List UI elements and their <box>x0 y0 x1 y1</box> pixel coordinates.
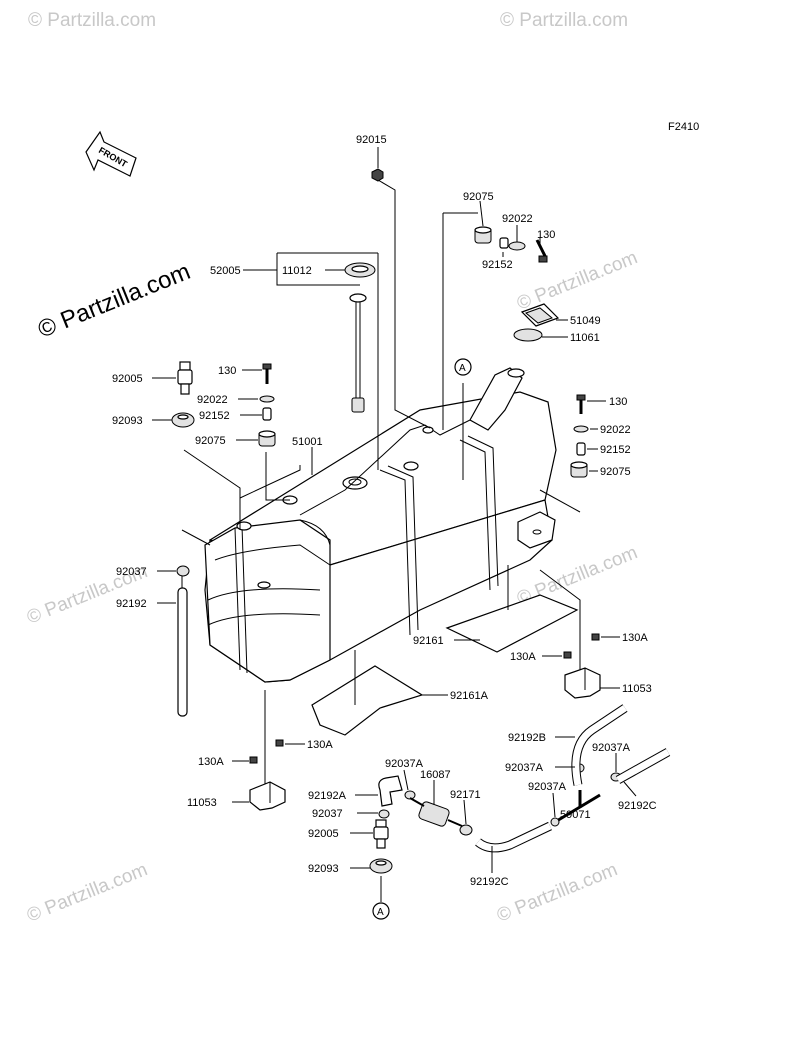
label-130-top: 130 <box>537 229 555 241</box>
svg-text:A: A <box>377 907 384 918</box>
label-92192b: 92192B <box>508 732 546 744</box>
label-92075-left: 92075 <box>195 435 226 447</box>
watermark: © Partzilla.com <box>24 859 151 926</box>
svg-text:A: A <box>459 363 466 374</box>
label-92152-right: 92152 <box>600 444 631 456</box>
hose-92192 <box>177 575 188 717</box>
label-11061: 11061 <box>570 332 600 344</box>
collar-92152-left <box>262 407 272 421</box>
label-92075-top: 92075 <box>463 191 494 203</box>
label-92161: 92161 <box>413 635 444 647</box>
label-130-right: 130 <box>609 396 627 408</box>
label-92037a-m: 92037A <box>528 781 567 793</box>
watermark: © Partzilla.com <box>494 859 621 926</box>
watermark: © Partzilla.com <box>500 10 628 31</box>
label-92037a-b: 92037A <box>385 758 424 770</box>
label-130a-r2: 130A <box>510 651 536 663</box>
gasket-11061 <box>513 328 543 342</box>
clamp-92037-low <box>378 809 390 819</box>
collar-92152-top <box>499 237 509 249</box>
label-16087: 16087 <box>420 769 451 781</box>
label-11053-right: 11053 <box>622 683 652 695</box>
washer-92022-top <box>508 241 526 251</box>
label-92093-left: 92093 <box>112 415 143 427</box>
label-130a-l1: 130A <box>307 739 333 751</box>
clamp-92037-left <box>176 565 190 577</box>
washer-92022-right <box>573 425 589 433</box>
label-51001: 51001 <box>292 436 323 448</box>
bracket-11053-left <box>249 781 286 811</box>
label-92192: 92192 <box>116 598 147 610</box>
label-92161a: 92161A <box>450 690 489 702</box>
label-92037-left: 92037 <box>116 566 147 578</box>
washer-92022-left <box>259 395 275 403</box>
label-92022-right: 92022 <box>600 424 631 436</box>
label-92171: 92171 <box>450 789 481 801</box>
grommet-92075-right <box>570 461 588 478</box>
label-11012: 11012 <box>282 265 312 277</box>
label-92152-top: 92152 <box>482 259 513 271</box>
bolt-130a-left-1 <box>275 739 284 747</box>
bolt-130a-left-2 <box>249 756 258 764</box>
label-92005-low: 92005 <box>308 828 339 840</box>
gasket-11012 <box>344 262 376 278</box>
fuel-tank <box>204 367 557 683</box>
callout-a-bottom: A <box>372 902 390 920</box>
label-92075-right: 92075 <box>600 466 631 478</box>
label-130a-r1: 130A <box>622 632 648 644</box>
label-92037a-r: 92037A <box>592 742 631 754</box>
label-92015: 92015 <box>356 134 387 146</box>
grommet-92075-left <box>258 430 276 447</box>
bolt-130-left <box>262 363 272 384</box>
label-51049: 51049 <box>570 315 601 327</box>
label-92005-left: 92005 <box>112 373 143 385</box>
callout-a-top: A <box>454 358 472 376</box>
bolt-130-top <box>535 239 548 263</box>
bolt-130-right <box>576 394 586 414</box>
label-92022-top: 92022 <box>502 213 533 225</box>
part-labels: 92015 92075 92022 130 92152 52005 11012 … <box>112 134 657 888</box>
bracket-11053-right <box>564 667 601 699</box>
label-11053-left: 11053 <box>187 797 217 809</box>
label-92192c-r: 92192C <box>618 800 657 812</box>
fuel-sender-52005 <box>349 293 367 413</box>
grommet-92075-top <box>474 226 492 244</box>
label-130-left: 130 <box>218 365 236 377</box>
watermark-main: © Partzilla.com <box>34 258 194 344</box>
bolt-92015 <box>371 168 384 182</box>
front-arrow-icon: FRONT <box>85 130 137 177</box>
joint-59071 <box>554 790 601 824</box>
label-92037a-c: 92037A <box>505 762 544 774</box>
label-52005: 52005 <box>210 265 241 277</box>
fuel-cock-16087 <box>409 797 463 827</box>
watermark: © Partzilla.com <box>514 247 641 314</box>
hose-92192a <box>378 775 403 807</box>
pad-92161 <box>445 594 579 653</box>
label-92152-left: 92152 <box>199 410 230 422</box>
label-92093-low: 92093 <box>308 863 339 875</box>
label-59071: 59071 <box>560 809 591 821</box>
leader-lines <box>152 147 637 873</box>
bolt-130a-right-1 <box>591 633 600 641</box>
label-92192c-b: 92192C <box>470 876 509 888</box>
grommet-92093-left <box>171 412 195 428</box>
figure-code: F2410 <box>668 121 699 133</box>
watermark: © Partzilla.com <box>28 10 156 31</box>
collar-92152-right <box>576 442 586 456</box>
label-92037-low: 92037 <box>312 808 343 820</box>
label-92192a: 92192A <box>308 790 347 802</box>
clamp-92171 <box>459 824 473 836</box>
cap-51049 <box>520 303 560 327</box>
clamp-92037a-m <box>550 817 560 827</box>
label-130a-l2: 130A <box>198 756 224 768</box>
pad-92161a <box>311 665 424 736</box>
grommet-92093-low <box>369 858 393 874</box>
label-92022-left: 92022 <box>197 394 228 406</box>
bushing-92005-low <box>373 819 389 849</box>
bolt-130a-right-2 <box>563 651 572 659</box>
clamp-92037a-b <box>404 790 416 800</box>
leader-lines-tank <box>181 179 581 800</box>
bushing-92005-left <box>177 361 193 395</box>
